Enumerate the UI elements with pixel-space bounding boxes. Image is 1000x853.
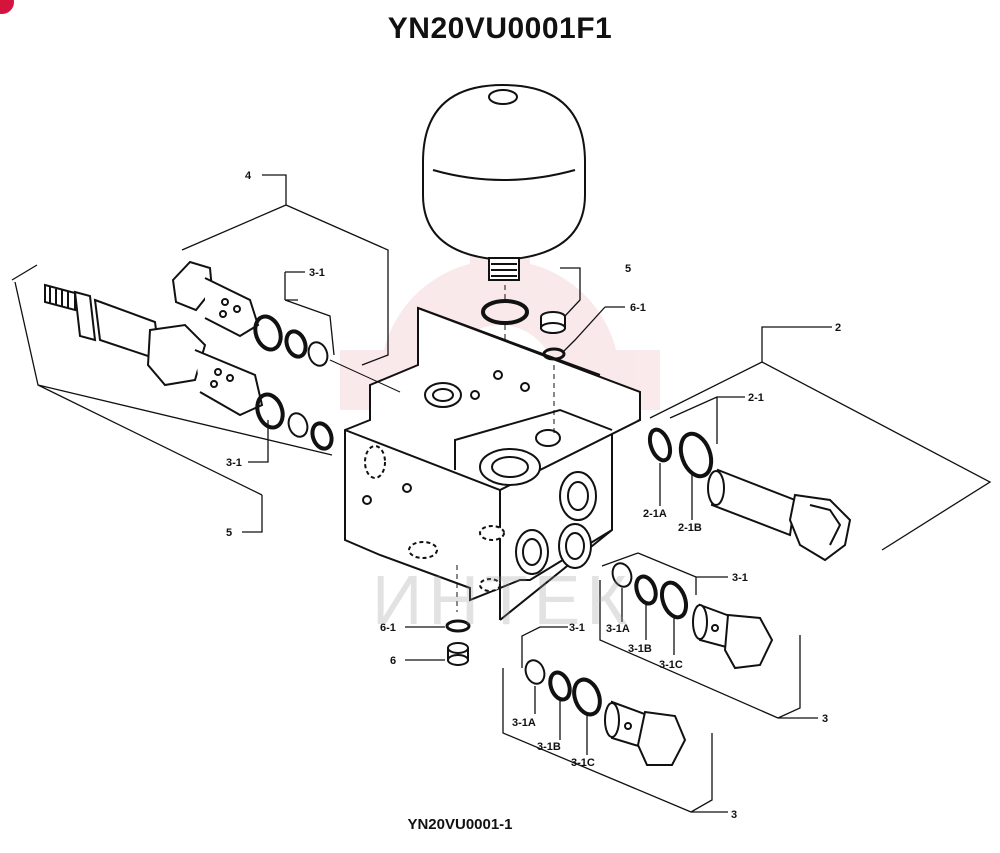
figure-code: YN20VU0001-1 (407, 816, 513, 833)
label-3-1b-low: 3-1B (537, 741, 561, 753)
o-ring-5b (310, 421, 334, 451)
label-3-1a-low: 3-1A (512, 717, 536, 729)
accumulator (422, 83, 586, 281)
label-3-low: 3 (731, 809, 737, 821)
filter-plug-2 (707, 468, 852, 562)
o-ring-2-1a (647, 427, 673, 463)
label-3-1-low: 3-1 (569, 622, 585, 634)
o-ring-4b (284, 329, 308, 359)
label-3-1-mid: 3-1 (732, 572, 748, 584)
plug-5 (540, 311, 566, 334)
plug-6 (447, 642, 469, 666)
leader-lines (11, 174, 992, 813)
relief-valve-3-mid (692, 603, 774, 670)
label-6-1-top: 6-1 (630, 302, 646, 314)
o-ring-3-1b-low (548, 670, 572, 702)
backup-ring-4 (307, 341, 329, 367)
diagram-title: YN20VU0001F1 (387, 12, 613, 45)
label-3-mid: 3 (822, 713, 828, 725)
label-4: 4 (245, 170, 252, 182)
washer-3-1a-mid (611, 562, 633, 588)
label-3-1b-mid: 3-1B (628, 643, 652, 655)
accumulator-o-ring (481, 299, 529, 325)
label-5-top: 5 (625, 263, 631, 275)
seal-6-1-upper (542, 347, 566, 361)
label-2-1b: 2-1B (678, 522, 702, 534)
label-2: 2 (835, 322, 841, 334)
label-6-bottom: 6 (390, 655, 396, 667)
label-3-1-top: 3-1 (309, 267, 325, 279)
label-6-1-bottom: 6-1 (380, 622, 396, 634)
label-3-1c-mid: 3-1C (659, 659, 683, 671)
label-5-left: 5 (226, 527, 232, 539)
o-ring-2-1b (678, 431, 714, 479)
o-ring-5a (255, 392, 285, 430)
o-ring-4a (253, 314, 283, 352)
backup-ring-5 (287, 412, 309, 438)
cartridge-valve-4 (171, 260, 260, 338)
label-3-1c-low: 3-1C (571, 757, 595, 769)
watermark-text: ИНТЕК (372, 561, 634, 639)
washer-3-1a-low (524, 659, 546, 685)
label-2-1a: 2-1A (643, 508, 667, 520)
label-2-1: 2-1 (748, 392, 764, 404)
label-3-1-left: 3-1 (226, 457, 242, 469)
o-ring-3-1b-mid (634, 574, 658, 606)
o-ring-3-1c-mid (659, 580, 689, 620)
relief-valve-3-low (604, 700, 687, 766)
valve-block (344, 306, 641, 621)
label-3-1a-mid: 3-1A (606, 623, 630, 635)
o-ring-3-1c-low (572, 677, 602, 717)
seal-6-1-lower (445, 619, 471, 633)
solenoid-valve-5 (44, 283, 264, 417)
